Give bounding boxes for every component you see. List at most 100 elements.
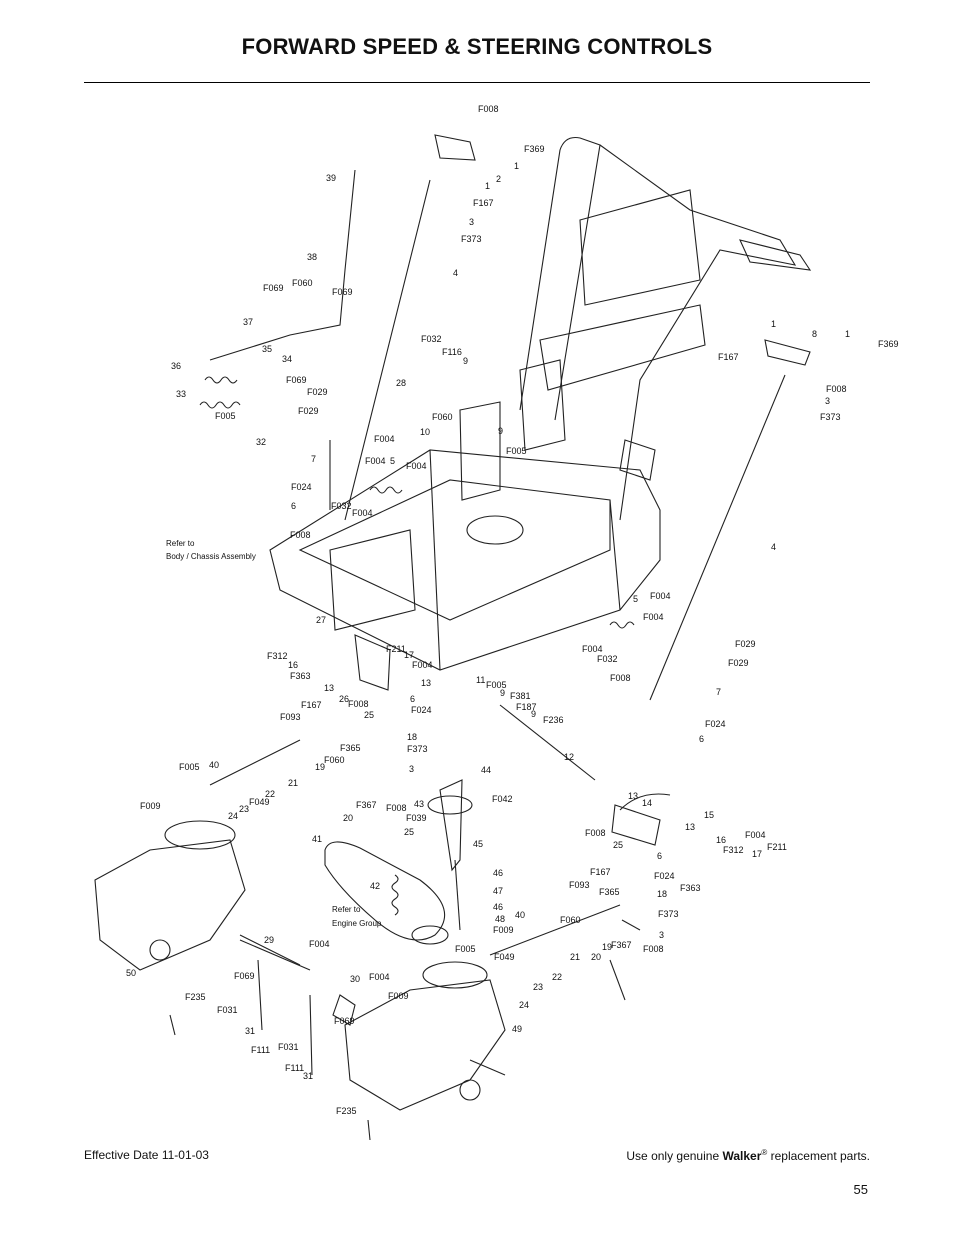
- callout: F004: [643, 612, 664, 622]
- callout: F005: [215, 411, 236, 421]
- callout: F004: [412, 660, 433, 670]
- callout: F029: [307, 387, 328, 397]
- callout: F167: [301, 700, 322, 710]
- callout: F373: [820, 412, 841, 422]
- callout: 13: [421, 678, 431, 688]
- engine-group-ref-line1: Refer to: [332, 905, 361, 914]
- callout: F365: [599, 887, 620, 897]
- callout: F363: [290, 671, 311, 681]
- callout: F004: [745, 830, 766, 840]
- callout: 38: [307, 252, 317, 262]
- callout: 21: [570, 952, 580, 962]
- callout: F005: [179, 762, 200, 772]
- callout: 13: [628, 791, 638, 801]
- callout: F049: [249, 797, 270, 807]
- callout: 6: [410, 694, 415, 704]
- callout: F004: [369, 972, 390, 982]
- callout: F211: [386, 644, 406, 654]
- callout: F235: [185, 992, 206, 1002]
- callout: 19: [315, 762, 325, 772]
- callout: F069: [286, 375, 307, 385]
- callout: F093: [569, 880, 590, 890]
- callout: F235: [336, 1106, 357, 1116]
- callout: 33: [176, 389, 186, 399]
- callout: 5: [390, 456, 395, 466]
- callout: 39: [326, 173, 336, 183]
- callout: F005: [506, 446, 527, 456]
- callout: F032: [597, 654, 618, 664]
- callout: F004: [309, 939, 330, 949]
- callout: F167: [473, 198, 494, 208]
- callout: 3: [825, 396, 830, 406]
- callout: F029: [298, 406, 319, 416]
- callout: 45: [473, 839, 483, 849]
- callout: 25: [613, 840, 623, 850]
- registered-mark: ®: [761, 1148, 768, 1157]
- callout: 5: [633, 594, 638, 604]
- genuine-suffix: replacement parts.: [767, 1149, 870, 1163]
- effective-date: Effective Date 11-01-03: [84, 1148, 209, 1162]
- callout: F024: [705, 719, 726, 729]
- callout: 22: [552, 972, 562, 982]
- callout: F369: [878, 339, 899, 349]
- callout: F187: [516, 702, 537, 712]
- callout: 1: [845, 329, 850, 339]
- callout: 26: [339, 694, 349, 704]
- callout: F069: [332, 287, 353, 297]
- title-divider: [84, 82, 870, 83]
- callout: F032: [331, 501, 352, 511]
- callout: 18: [407, 732, 417, 742]
- callout: F373: [461, 234, 482, 244]
- exploded-parts-diagram: F008 F369 1 2 1 F167 3 F373 4 39 38 F069…: [0, 90, 954, 1150]
- callout: F008: [610, 673, 631, 683]
- callout: F004: [365, 456, 386, 466]
- callout: F236: [543, 715, 564, 725]
- callout: 25: [364, 710, 374, 720]
- callout: F024: [291, 482, 312, 492]
- callout: 9: [531, 709, 536, 719]
- callout: F381: [510, 691, 531, 701]
- diagram-canvas: F008 F369 1 2 1 F167 3 F373 4 39 38 F069…: [94, 104, 899, 1141]
- callout: F060: [432, 412, 453, 422]
- callout: 19: [602, 942, 612, 952]
- callout: F008: [643, 944, 664, 954]
- callout: F004: [650, 591, 671, 601]
- callout: 6: [291, 501, 296, 511]
- callout: F004: [374, 434, 395, 444]
- callout: F008: [826, 384, 847, 394]
- callout: 24: [519, 1000, 529, 1010]
- callout: 40: [515, 910, 525, 920]
- page-number: 55: [853, 1182, 868, 1197]
- callout: F049: [494, 952, 515, 962]
- callout: 1: [771, 319, 776, 329]
- callout: 13: [685, 822, 695, 832]
- callout: 25: [404, 827, 414, 837]
- genuine-prefix: Use only genuine: [626, 1149, 723, 1163]
- callout: 14: [642, 798, 652, 808]
- callout: 7: [311, 454, 316, 464]
- engine-group-ref-line2: Engine Group: [332, 919, 382, 928]
- callout: F029: [728, 658, 749, 668]
- callout: F312: [723, 845, 744, 855]
- callout: 13: [324, 683, 334, 693]
- callout: 1: [514, 161, 519, 171]
- callout: 7: [716, 687, 721, 697]
- callout: 4: [453, 268, 458, 278]
- callout: 8: [812, 329, 817, 339]
- callout: 46: [493, 868, 503, 878]
- callout: F032: [421, 334, 442, 344]
- callout: 31: [303, 1071, 313, 1081]
- callout: F369: [524, 144, 545, 154]
- callout: F373: [658, 909, 679, 919]
- callout: F060: [560, 915, 581, 925]
- callout: 4: [771, 542, 776, 552]
- callout: 49: [512, 1024, 522, 1034]
- callout: F373: [407, 744, 428, 754]
- callout: F009: [388, 991, 409, 1001]
- callout: 47: [493, 886, 503, 896]
- callout: F111: [285, 1063, 304, 1073]
- callout: 36: [171, 361, 181, 371]
- callout: 35: [262, 344, 272, 354]
- callout: 2: [496, 174, 501, 184]
- callout: F024: [411, 705, 432, 715]
